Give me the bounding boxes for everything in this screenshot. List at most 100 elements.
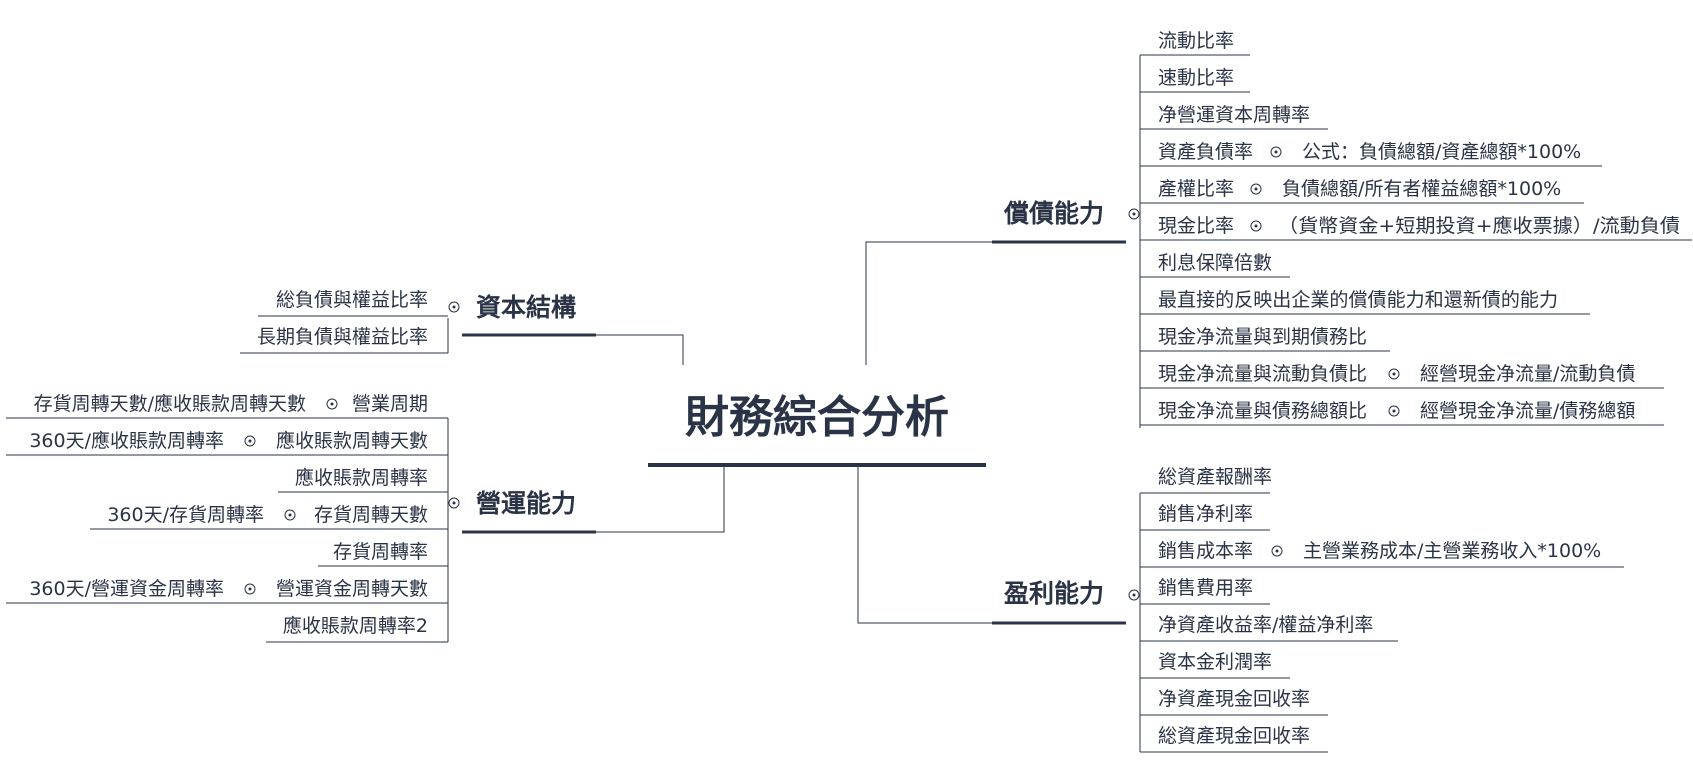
branch-solvency-node[interactable]: 償債能力 [992,199,1126,244]
solvency-item-detail: （貨幣資金+短期投資+應收票據）/流動負債 [1278,214,1680,237]
profitability-item-cost-of-sales-ratio[interactable]: 銷售成本率 主營業務成本/主營業務收入*100% [1140,540,1624,568]
branch-profitability-title: 盈利能力 [1004,579,1104,608]
root-title: 財務綜合分析 [685,392,949,443]
operating-item-label: 應收賬款周轉率 [295,466,428,489]
operating-item-label: 存貨周轉率 [333,541,428,563]
branch-profitability-collapse-icon[interactable] [1128,589,1140,601]
profitability-item-roe[interactable]: 净資產收益率/權益净利率 [1140,614,1398,642]
operating-item-detail: 存貨周轉天數/應收賬款周轉天數 [34,392,306,415]
connector-capital-structure [596,334,684,365]
operating-item-collapse-icon[interactable] [244,435,256,447]
solvency-item-collapse-icon[interactable] [1270,146,1282,158]
operating-item-inventory-turnover-days[interactable]: 存貨周轉天數 360天/存貨周轉率 [90,504,448,530]
solvency-item-cash-flow-to-current-liabilities[interactable]: 現金净流量與流動負債比 經營現金净流量/流動負債 [1140,363,1664,389]
solvency-item-detail: 公式：負債總額/資產總額*100% [1302,141,1581,163]
branch-operating-capacity: 營運能力 營業周期 存貨周轉天數/應收賬款周轉天數 應收賬款周轉天數 360天/… [6,392,596,643]
operating-item-label: 應收賬款周轉天數 [276,429,428,452]
operating-item-label: 營業周期 [352,393,428,415]
solvency-item-label: 現金比率 [1158,215,1234,237]
solvency-item-direct-reflection[interactable]: 最直接的反映出企業的償債能力和還新債的能力 [1140,289,1590,315]
profitability-item-net-asset-cash-recovery[interactable]: 净資產現金回收率 [1140,688,1328,716]
operating-item-inventory-turnover[interactable]: 存貨周轉率 [318,541,448,567]
solvency-item-label: 速動比率 [1158,67,1234,89]
branch-capital-structure-collapse-icon[interactable] [448,301,460,313]
connector-operating-capacity [596,466,725,533]
branch-profitability: 盈利能力 総資產報酬率 銷售净利率 銷售成本率 主營業務成本/主營業務收入*10… [992,466,1624,753]
capital-structure-item-label: 長期負債與權益比率 [257,326,428,348]
connector-profitability [857,466,992,624]
profitability-item-capital-profit-margin[interactable]: 資本金利潤率 [1140,651,1290,679]
profitability-item-total-asset-return[interactable]: 総資產報酬率 [1140,466,1272,494]
solvency-item-label: 現金净流量與債務總額比 [1158,400,1367,422]
profitability-item-label: 資本金利潤率 [1158,651,1272,673]
branch-operating-capacity-collapse-icon[interactable] [448,497,460,509]
operating-item-label: 存貨周轉天數 [314,504,428,526]
solvency-item-interest-coverage[interactable]: 利息保障倍數 [1140,252,1290,278]
branch-solvency-collapse-icon[interactable] [1128,208,1140,220]
profitability-item-total-asset-cash-recovery[interactable]: 総資產現金回收率 [1140,725,1328,753]
profitability-item-label: 銷售成本率 [1158,540,1253,562]
solvency-item-label: 產權比率 [1158,178,1234,200]
solvency-item-collapse-icon[interactable] [1388,368,1400,380]
profitability-item-selling-expense-ratio[interactable]: 銷售費用率 [1140,577,1270,605]
solvency-item-cash-flow-to-maturing-debt[interactable]: 現金净流量與到期債務比 [1140,326,1390,352]
capital-structure-item-label: 総負債與權益比率 [276,289,428,311]
solvency-item-equity-ratio[interactable]: 產權比率 負債總額/所有者權益總額*100% [1140,178,1584,204]
branch-solvency: 償債能力 流動比率 速動比率 净營運資本周轉率 資產負債率 [992,30,1692,428]
solvency-item-label: 净營運資本周轉率 [1158,104,1310,126]
operating-item-collapse-icon[interactable] [284,509,296,521]
solvency-item-collapse-icon[interactable] [1250,220,1262,232]
profitability-item-collapse-icon[interactable] [1271,545,1283,557]
operating-item-working-capital-turnover-days[interactable]: 營運資金周轉天數 360天/營運資金周轉率 [6,578,448,604]
solvency-item-label: 利息保障倍數 [1158,252,1272,274]
capital-structure-item-total-debt-to-equity[interactable]: 総負債與權益比率 [258,289,448,317]
profitability-item-net-profit-margin[interactable]: 銷售净利率 [1140,503,1270,531]
solvency-item-quick-ratio[interactable]: 速動比率 [1140,67,1250,93]
solvency-item-collapse-icon[interactable] [1250,183,1262,195]
solvency-item-detail: 經營現金净流量/債務總額 [1420,400,1635,422]
operating-item-operating-cycle[interactable]: 營業周期 存貨周轉天數/應收賬款周轉天數 [6,392,448,419]
solvency-item-collapse-icon[interactable] [1388,405,1400,417]
solvency-item-label: 流動比率 [1158,30,1234,52]
solvency-item-label: 資產負債率 [1158,141,1253,163]
operating-item-label: 營運資金周轉天數 [276,578,428,600]
operating-item-receivable-turnover-days[interactable]: 應收賬款周轉天數 360天/應收賬款周轉率 [6,429,448,456]
branch-capital-structure-node[interactable]: 資本結構 [462,293,596,337]
operating-item-receivable-turnover[interactable]: 應收賬款周轉率 [278,466,448,493]
profitability-item-label: 総資產報酬率 [1158,466,1272,488]
profitability-item-label: 銷售净利率 [1158,503,1253,525]
branch-capital-structure: 資本結構 総負債與權益比率 長期負債與權益比率 [240,289,596,354]
branch-capital-structure-title: 資本結構 [476,293,576,322]
solvency-item-label: 現金净流量與到期債務比 [1158,326,1367,348]
solvency-item-net-working-capital-turnover[interactable]: 净營運資本周轉率 [1140,104,1328,130]
connector-solvency [865,241,992,365]
capital-structure-item-long-term-debt-to-equity[interactable]: 長期負債與權益比率 [240,326,448,354]
solvency-item-label: 現金净流量與流動負債比 [1158,363,1367,385]
solvency-item-detail: 負債總額/所有者權益總額*100% [1282,178,1561,200]
operating-item-collapse-icon[interactable] [326,398,338,410]
operating-item-label: 應收賬款周轉率2 [283,614,428,637]
branch-operating-capacity-title: 營運能力 [476,489,576,518]
operating-item-detail: 360天/營運資金周轉率 [29,578,224,600]
branch-solvency-title: 償債能力 [1003,199,1104,228]
operating-item-receivable-turnover-2[interactable]: 應收賬款周轉率2 [266,614,448,643]
solvency-item-cash-ratio[interactable]: 現金比率 （貨幣資金+短期投資+應收票據）/流動負債 [1140,214,1692,241]
profitability-item-label: 総資產現金回收率 [1158,725,1310,747]
profitability-item-detail: 主營業務成本/主營業務收入*100% [1303,540,1601,562]
operating-item-detail: 360天/存貨周轉率 [107,504,264,526]
root-node[interactable]: 財務綜合分析 [648,392,986,467]
operating-item-detail: 360天/應收賬款周轉率 [29,429,224,452]
branch-operating-capacity-node[interactable]: 營運能力 [462,489,596,534]
solvency-item-label: 最直接的反映出企業的償債能力和還新債的能力 [1158,289,1558,311]
solvency-item-cash-flow-to-total-debt[interactable]: 現金净流量與債務總額比 經營現金净流量/債務總額 [1140,400,1664,426]
root-connectors [596,241,992,624]
branch-profitability-node[interactable]: 盈利能力 [992,579,1126,625]
solvency-item-debt-to-asset[interactable]: 資產負債率 公式：負債總額/資產總額*100% [1140,141,1602,167]
profitability-item-label: 銷售費用率 [1158,577,1253,599]
solvency-item-current-ratio[interactable]: 流動比率 [1140,30,1250,56]
profitability-item-label: 净資產現金回收率 [1158,688,1310,710]
solvency-item-detail: 經營現金净流量/流動負債 [1420,363,1635,385]
profitability-item-label: 净資產收益率/權益净利率 [1158,614,1373,636]
operating-item-collapse-icon[interactable] [244,583,256,595]
